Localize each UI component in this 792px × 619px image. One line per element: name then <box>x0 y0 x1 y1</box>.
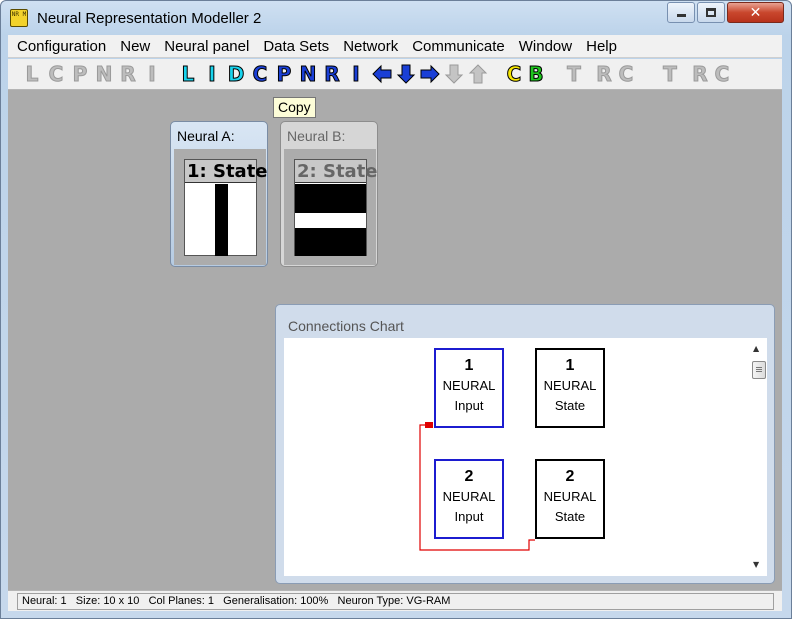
tool-input[interactable]: I <box>208 62 216 86</box>
scroll-up-icon[interactable]: ▲ <box>753 344 760 353</box>
tool-copy-disabled[interactable]: C <box>48 62 64 86</box>
minimize-button[interactable] <box>667 2 695 23</box>
connector-lines <box>419 422 535 551</box>
tool-connect-c[interactable]: C <box>506 62 522 86</box>
menu-window[interactable]: Window <box>518 37 573 55</box>
tool-load-disabled[interactable]: L <box>25 62 39 86</box>
neural-b-state-label: 2: State <box>295 160 378 183</box>
maximize-button[interactable] <box>697 2 725 23</box>
tool-paste[interactable]: P <box>276 62 292 86</box>
connections-chart-canvas: 1 NEURAL Input 1 NEURAL State 2 NEURAL I… <box>284 338 767 576</box>
node-type: NEURAL <box>543 489 597 504</box>
tool-recall-disabled[interactable]: R <box>596 62 612 86</box>
node-number: 2 <box>565 468 575 485</box>
neural-a-state-label: 1: State <box>185 160 268 183</box>
node-type: NEURAL <box>442 489 496 504</box>
node-2-neural-state[interactable]: 2 NEURAL State <box>535 459 605 539</box>
close-icon: ✕ <box>749 4 762 21</box>
scroll-thumb[interactable] <box>752 361 766 379</box>
tool-new-disabled[interactable]: N <box>95 62 113 86</box>
window-title: Neural Representation Modeller 2 <box>37 10 262 27</box>
tool-train2-disabled[interactable]: T <box>663 62 678 86</box>
node-role: State <box>554 509 586 524</box>
tool-info[interactable]: I <box>352 62 360 86</box>
arrow-down-disabled-icon[interactable] <box>443 63 465 85</box>
status-text: Neural: 1 Size: 10 x 10 Col Planes: 1 Ge… <box>17 593 774 610</box>
menu-help[interactable]: Help <box>586 37 617 55</box>
scroll-down-icon[interactable]: ▼ <box>753 560 760 569</box>
tool-recall-c-disabled[interactable]: C <box>618 62 634 86</box>
tool-run[interactable]: R <box>324 62 340 86</box>
node-number: 1 <box>464 357 474 374</box>
menu-communicate[interactable]: Communicate <box>412 37 505 55</box>
tool-recall2-disabled[interactable]: R <box>692 62 708 86</box>
arrow-up-disabled-icon[interactable] <box>467 63 489 85</box>
close-button[interactable]: ✕ <box>727 2 784 23</box>
menu-network[interactable]: Network <box>343 37 399 55</box>
tool-connect-b[interactable]: B <box>528 62 544 86</box>
arrow-left-icon[interactable] <box>371 63 393 85</box>
neural-a-state-display[interactable]: 1: State <box>184 159 268 256</box>
node-type: NEURAL <box>442 378 496 393</box>
node-1-neural-input[interactable]: 1 NEURAL Input <box>434 348 504 428</box>
maximize-icon <box>706 8 716 17</box>
minimize-icon <box>676 14 686 17</box>
node-role: Input <box>454 398 484 413</box>
neural-b-state-display[interactable]: 2: State <box>294 159 378 256</box>
neural-b-title: Neural B: <box>287 128 346 144</box>
menu-configuration[interactable]: Configuration <box>17 37 107 55</box>
node-role: State <box>554 398 586 413</box>
tool-info-disabled[interactable]: I <box>148 62 156 86</box>
tool-paste-disabled[interactable]: P <box>72 62 88 86</box>
node-type: NEURAL <box>543 378 597 393</box>
tool-delete[interactable]: D <box>227 62 245 86</box>
menu-bar: Configuration New Neural panel Data Sets… <box>8 35 782 58</box>
copy-tooltip: Copy <box>273 97 316 118</box>
node-role: Input <box>454 509 484 524</box>
tool-recall2-c-disabled[interactable]: C <box>714 62 730 86</box>
menu-new[interactable]: New <box>120 37 151 55</box>
tool-train-disabled[interactable]: T <box>567 62 582 86</box>
horizontal-bar-pattern <box>295 213 366 228</box>
node-1-neural-state[interactable]: 1 NEURAL State <box>535 348 605 428</box>
app-icon[interactable]: NR M <box>10 9 28 27</box>
arrow-down-icon[interactable] <box>395 63 417 85</box>
node-2-neural-input[interactable]: 2 NEURAL Input <box>434 459 504 539</box>
connections-chart-window[interactable]: Connections Chart 1 NEURAL Input 1 NEURA… <box>275 304 775 584</box>
neural-a-window[interactable]: Neural A: 1: State <box>170 121 268 267</box>
arrow-right-icon[interactable] <box>419 63 441 85</box>
tool-copy[interactable]: C <box>252 62 268 86</box>
toolbar: L C P N R I L I D C P N R I C B T R C T … <box>8 59 782 90</box>
status-bar: Neural: 1 Size: 10 x 10 Col Planes: 1 Ge… <box>8 590 782 611</box>
node-number: 2 <box>464 468 474 485</box>
vertical-scrollbar[interactable]: ▲ ▼ <box>749 338 767 576</box>
title-bar[interactable]: NR M Neural Representation Modeller 2 ✕ <box>1 1 791 35</box>
tool-load[interactable]: L <box>181 62 195 86</box>
vertical-bar-pattern <box>215 184 228 256</box>
neural-a-title: Neural A: <box>177 128 235 144</box>
menu-neural-panel[interactable]: Neural panel <box>164 37 250 55</box>
neural-b-body: 2: State <box>284 149 378 265</box>
neural-b-window[interactable]: Neural B: 2: State <box>280 121 378 267</box>
tool-run-disabled[interactable]: R <box>120 62 136 86</box>
menu-data-sets[interactable]: Data Sets <box>263 37 330 55</box>
node-number: 1 <box>565 357 575 374</box>
neural-a-body: 1: State <box>174 149 268 265</box>
connections-chart-title: Connections Chart <box>288 318 404 334</box>
tool-new[interactable]: N <box>299 62 317 86</box>
